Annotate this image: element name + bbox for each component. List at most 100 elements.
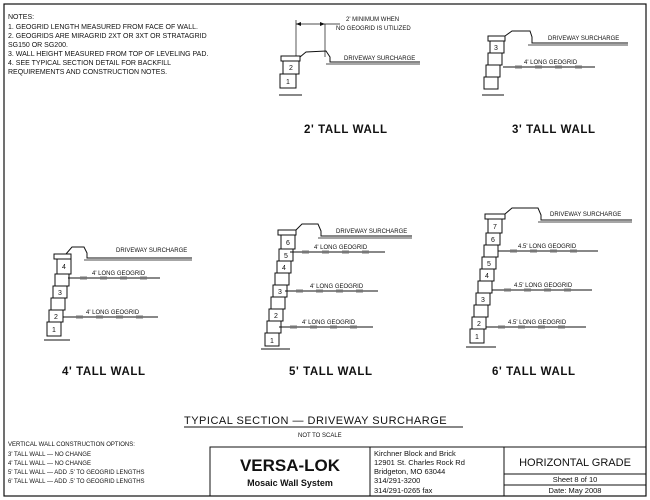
surcharge-label: DRIVEWAY SURCHARGE: [548, 36, 619, 42]
wall-6ft-detail: DRIVEWAY SURCHARGE 7 6 5 4 3 2 1 4.5' LO…: [466, 207, 632, 378]
block-number: 3: [494, 45, 498, 52]
backfill-grade-line: [65, 246, 192, 259]
wall-block: [274, 272, 290, 286]
block-number: 2: [54, 314, 58, 321]
backfill-grade-line: [504, 30, 628, 44]
note-line-3: SG150 OR SG200.: [8, 42, 68, 49]
block-number: 2: [289, 65, 293, 72]
backfill-grade-line: [504, 207, 632, 221]
note-line-5: 4. SEE TYPICAL SECTION DETAIL FOR BACKFI…: [8, 60, 171, 67]
geogrid-label: 4.5' LONG GEOGRID: [508, 320, 567, 326]
wall-block: [485, 64, 501, 78]
geogrid-ribs: [76, 315, 143, 319]
geogrid-label: 4' LONG GEOGRID: [524, 60, 578, 66]
company-line-1: Kirchner Block and Brick: [374, 449, 456, 458]
wall-block: [469, 328, 485, 344]
geogrid-ribs: [504, 288, 571, 292]
wall-6ft-label: 6' TALL WALL: [492, 366, 576, 378]
note-line-4: 3. WALL HEIGHT MEASURED FROM TOP OF LEVE…: [8, 51, 208, 58]
wall-block: [54, 273, 70, 287]
cap-block: [277, 229, 297, 236]
geogrid-ribs: [515, 65, 582, 69]
wall-block: [487, 52, 503, 66]
notes-title: NOTES:: [8, 14, 34, 21]
block-number: 6: [286, 240, 290, 247]
option-line-3: 5' TALL WALL — ADD .5' TO GEOGRID LENGTH…: [8, 470, 145, 476]
section-subtitle: NOT TO SCALE: [298, 433, 342, 439]
option-line-2: 4' TALL WALL — NO CHANGE: [8, 461, 91, 467]
wall-block: [264, 332, 280, 347]
min-note-line-2: NO GEOGRID IS UTILIZED: [336, 26, 411, 32]
block-number: 4: [282, 265, 286, 272]
geogrid-ribs: [290, 325, 357, 329]
cap-block: [484, 213, 506, 220]
wall-4ft-label: 4' TALL WALL: [62, 366, 146, 378]
wall-block: [46, 321, 62, 337]
wall-5ft-detail: DRIVEWAY SURCHARGE 6 5 4 3 2 1 4' LONG G…: [261, 223, 412, 378]
backfill-grade-line: [295, 223, 412, 237]
geogrid-label: 4' LONG GEOGRID: [302, 320, 356, 326]
block-number: 5: [487, 261, 491, 268]
company-phone: 314/291-3200: [374, 476, 420, 485]
block-number: 7: [493, 224, 497, 231]
title-block-frame: [209, 446, 647, 497]
options-title: VERTICAL WALL CONSTRUCTION OPTIONS:: [8, 442, 135, 448]
note-line-1: 1. GEOGRID LENGTH MEASURED FROM FACE OF …: [8, 24, 198, 31]
wall-block: [483, 244, 499, 258]
geogrid-label: 4' LONG GEOGRID: [86, 310, 140, 316]
wall-block: [483, 76, 499, 90]
block-number: 4: [62, 264, 66, 271]
wall-2ft-detail: 2' MINIMUM WHEN NO GEOGRID IS UTILIZED D…: [279, 17, 420, 136]
wall-block: [477, 280, 493, 294]
title-block: VERSA-LOK Mosaic Wall System Kirchner Bl…: [209, 446, 647, 497]
block-number: 6: [491, 237, 495, 244]
geogrid-label: 4' LONG GEOGRID: [92, 271, 146, 277]
notes-block: NOTES: 1. GEOGRID LENGTH MEASURED FROM F…: [8, 14, 208, 76]
company-line-3: Bridgeton, MO 63044: [374, 467, 445, 476]
brand-name: VERSA-LOK: [240, 456, 341, 475]
surcharge-label: DRIVEWAY SURCHARGE: [116, 248, 187, 254]
wall-3ft-label: 3' TALL WALL: [512, 124, 596, 136]
wall-3ft-detail: DRIVEWAY SURCHARGE 3 4' LONG GEOGRID 3' …: [482, 30, 628, 136]
geogrid-ribs: [498, 325, 565, 329]
company-line-2: 12901 St. Charles Rock Rd: [374, 458, 465, 467]
wall-block: [279, 73, 297, 89]
wall-4ft-detail: DRIVEWAY SURCHARGE 4 3 2 1 4' LONG GEOGR…: [44, 246, 192, 378]
sheet-number: Sheet 8 of 10: [553, 475, 598, 484]
surcharge-label: DRIVEWAY SURCHARGE: [550, 212, 621, 218]
sheet-title: HORIZONTAL GRADE: [519, 457, 631, 469]
block-number: 3: [58, 290, 62, 297]
surcharge-label: DRIVEWAY SURCHARGE: [336, 229, 407, 235]
wall-block: [270, 296, 286, 310]
option-line-4: 6' TALL WALL — ADD .5' TO GEOGRID LENGTH…: [8, 479, 145, 485]
system-name: Mosaic Wall System: [247, 478, 333, 488]
block-number: 3: [481, 297, 485, 304]
min-note-line-1: 2' MINIMUM WHEN: [346, 17, 399, 23]
geogrid-ribs: [80, 276, 147, 280]
block-number: 2: [274, 313, 278, 320]
construction-options: VERTICAL WALL CONSTRUCTION OPTIONS: 3' T…: [8, 442, 145, 485]
block-number: 4: [485, 273, 489, 280]
note-line-2: 2. GEOGRIDS ARE MIRAGRID 2XT OR 3XT OR S…: [8, 33, 207, 40]
block-number: 1: [286, 79, 290, 86]
sheet-date: Date: May 2008: [549, 486, 602, 495]
wall-2ft-label: 2' TALL WALL: [304, 124, 388, 136]
surcharge-label: DRIVEWAY SURCHARGE: [344, 56, 415, 62]
section-title: TYPICAL SECTION — DRIVEWAY SURCHARGE: [184, 415, 447, 427]
geogrid-label: 4.5' LONG GEOGRID: [514, 283, 573, 289]
backfill-grade-line: [299, 50, 420, 63]
wall-5ft-label: 5' TALL WALL: [289, 366, 373, 378]
cap-block: [487, 35, 506, 42]
block-number: 3: [278, 289, 282, 296]
wall-block: [266, 320, 282, 334]
wall-block: [473, 304, 489, 318]
cap-block: [280, 55, 301, 62]
geogrid-ribs: [296, 289, 363, 293]
geogrid-ribs: [510, 249, 577, 253]
block-number: 5: [284, 253, 288, 260]
block-number: 1: [52, 327, 56, 334]
block-number: 2: [477, 321, 481, 328]
note-line-6: REQUIREMENTS AND CONSTRUCTION NOTES.: [8, 69, 167, 76]
block-number: 1: [270, 338, 274, 345]
